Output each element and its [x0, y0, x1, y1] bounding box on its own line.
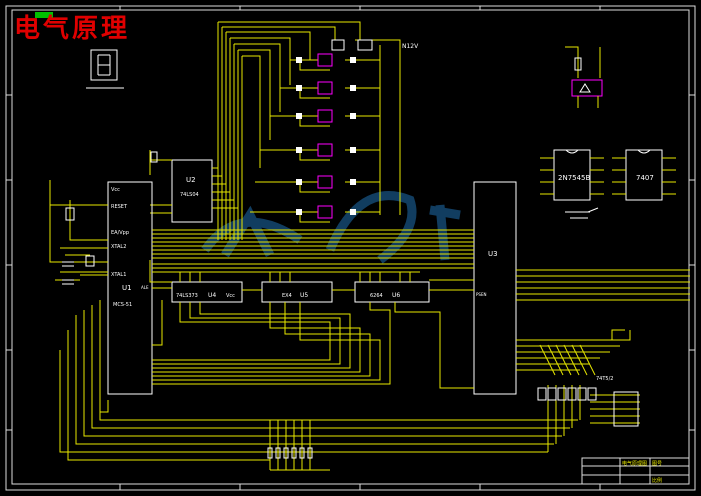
chip-u1-pin-xtal1: XTAL1 — [111, 272, 126, 278]
data-address-bus — [149, 229, 474, 291]
chip-u4: 74LS373 U4 Vcc — [171, 281, 243, 303]
chip-u3-ref: U3 — [488, 250, 498, 258]
lower-resistor-array — [267, 447, 313, 459]
chip-u6: 6264 U6 — [354, 281, 430, 303]
chip-u4-pin: Vcc — [226, 293, 235, 299]
chip-2n7545b-ref: 2N7545B — [558, 174, 591, 182]
switch-symbol — [565, 207, 599, 219]
chip-7407-ref: 7407 — [636, 174, 654, 182]
reset-crystal-network — [49, 180, 108, 285]
chip-u5: EX4 U5 — [261, 281, 333, 303]
title-block — [581, 457, 690, 485]
output-indicator-row — [537, 387, 639, 427]
chip-u3-pin-psen: PSEN — [476, 292, 486, 297]
page-title: 电气原理 — [14, 14, 131, 44]
label-n12v: N12V — [402, 43, 419, 50]
title-block-row1: 电气原理图 — [622, 460, 647, 467]
chip-u6-ref: U6 — [392, 292, 400, 299]
label-tp: 74T5/2 — [596, 376, 613, 382]
chip-u1-pin-ale: ALE — [141, 285, 149, 290]
drawing-frame — [5, 5, 696, 491]
chip-2n7545b: 2N7545B — [540, 149, 604, 201]
title-tag — [35, 12, 53, 18]
chip-u1-pin-vcc: Vcc — [111, 187, 120, 193]
chip-u5-part: EX4 — [282, 293, 292, 299]
chip-u4-ref: U4 — [208, 292, 216, 299]
chip-u6-part: 6264 — [370, 293, 383, 299]
lower-bus — [59, 300, 578, 471]
chip-u1-part: MCS-51 — [113, 302, 132, 308]
relay-driver-rows — [250, 39, 401, 223]
chip-7407: 7407 — [612, 149, 676, 201]
right-output-network — [516, 269, 690, 452]
chip-u4-part: 74LS373 — [176, 293, 198, 299]
chip-u1-pin-reset: RESET — [111, 204, 128, 210]
chip-u1: U1 MCS-51 Vcc RESET EA/Vpp XTAL2 XTAL1 A… — [107, 181, 153, 395]
chip-u5-ref: U5 — [300, 292, 308, 299]
title-block-row2: 图号 — [652, 461, 662, 467]
chip-u2-ref: U2 — [186, 176, 196, 184]
frame-zone-ticks — [6, 6, 695, 490]
chip-u2-part: 74LS04 — [180, 192, 199, 198]
chip-u1-ref: U1 — [122, 284, 132, 292]
chip-u1-pin-ea: EA/Vpp — [111, 230, 129, 236]
chip-u3: U3 PSEN — [473, 181, 517, 395]
top-bus-wires — [217, 21, 401, 240]
chip-u2: U2 74LS04 — [149, 150, 238, 223]
seven-segment-pinout — [86, 49, 124, 89]
chip-u1-pin-xtal2: XTAL2 — [111, 244, 126, 250]
opto-symbol-top-right — [565, 46, 603, 108]
title-block-row3: 比例 — [652, 477, 662, 484]
